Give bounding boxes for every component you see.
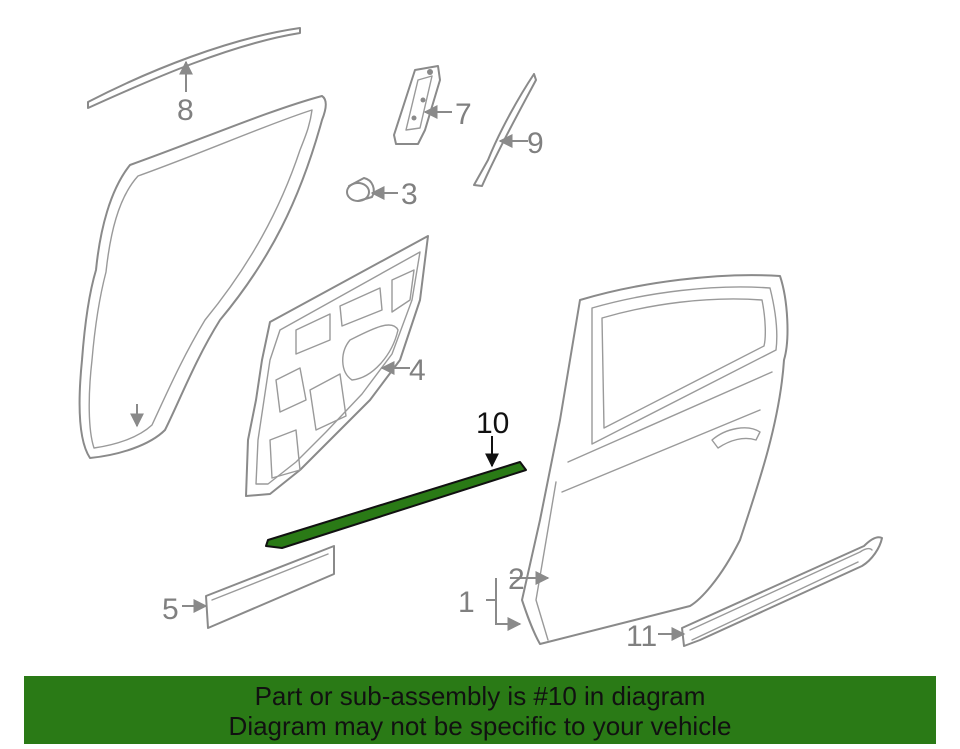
info-banner: Part or sub-assembly is #10 in diagram D… <box>24 676 936 744</box>
banner-line-2: Diagram may not be specific to your vehi… <box>228 711 732 741</box>
part-2-door-shell: 2 1 <box>458 274 789 645</box>
part-7-bracket: 7 <box>393 65 472 145</box>
door-weatherstrip <box>78 95 327 459</box>
callout-8: 8 <box>177 94 194 127</box>
callout-11: 11 <box>626 620 657 653</box>
callout-1: 1 <box>458 586 475 619</box>
part-10-belt-molding: 10 <box>265 407 527 549</box>
part-8-roof-molding: 8 <box>87 27 301 127</box>
part-4-door-trim-panel: 4 <box>245 235 429 497</box>
callout-7: 7 <box>455 98 472 131</box>
parts-diagram: 8 7 9 3 4 <box>78 27 883 653</box>
callout-4: 4 <box>409 354 426 387</box>
banner-line-1: Part or sub-assembly is #10 in diagram <box>254 681 706 711</box>
callout-5: 5 <box>162 593 179 626</box>
part-9-pillar-garnish: 9 <box>473 73 544 187</box>
part-3-cap: 3 <box>346 177 418 211</box>
part-10-highlight <box>265 461 527 549</box>
callout-2: 2 <box>508 563 525 596</box>
callout-9: 9 <box>527 127 544 160</box>
part-11-lower-molding: 11 <box>626 536 883 653</box>
callout-10: 10 <box>476 407 509 440</box>
part-5-trim-strip: 5 <box>162 545 335 629</box>
callout-3: 3 <box>401 178 418 211</box>
